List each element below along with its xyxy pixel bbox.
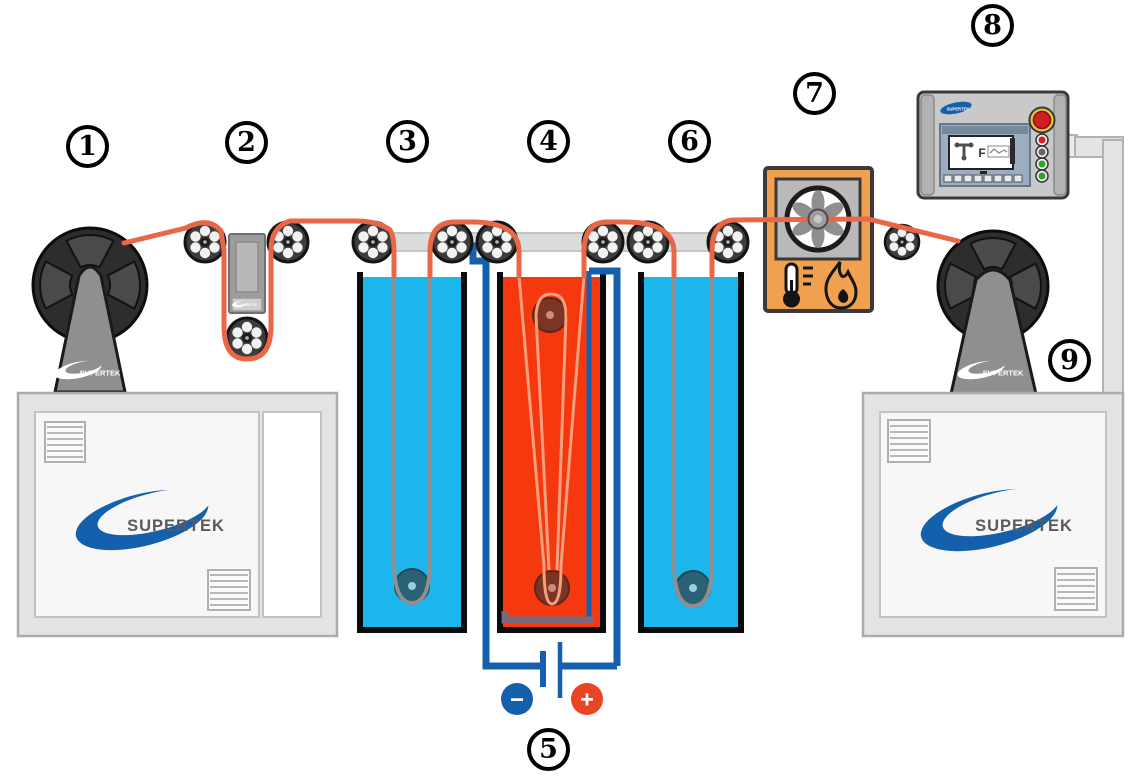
cursor-dash	[980, 171, 987, 174]
badge-7-heater-dryer: 7	[793, 72, 836, 115]
heater-dryer-unit	[763, 166, 874, 313]
positive-terminal-icon: +	[571, 683, 603, 715]
wire-path	[121, 216, 961, 362]
thermometer-icon	[783, 262, 813, 308]
badge-1-payoff-spool: 1	[66, 125, 109, 168]
badge-4-plating-tank: 4	[527, 120, 570, 163]
dancer-accumulator: SUPERTEK	[228, 233, 266, 314]
supertek-wordmark: SUPERTEK	[975, 517, 1073, 535]
rinse-tank-2	[638, 272, 744, 633]
panel-indicator-buttons	[1035, 133, 1049, 183]
trend-chart-icon	[987, 145, 1010, 158]
supertek-wordmark: SUPERTEK	[983, 369, 1024, 378]
supertek-wordmark: SUPERTEK	[238, 303, 258, 307]
payoff-machine-cabinet: SUPERTEK	[16, 391, 339, 638]
takeup-spool: SUPERTEK	[936, 229, 1050, 396]
screen-label: F	[978, 146, 985, 160]
badge-2-dancer: 2	[225, 121, 268, 164]
plating-tank	[497, 272, 606, 633]
wire-strand	[672, 276, 714, 609]
flame-icon	[824, 261, 858, 310]
vent-grille	[207, 569, 251, 611]
rinse-tank-1-internals	[392, 276, 432, 606]
badge-3-rinse-tank-1: 3	[386, 120, 429, 163]
badge-8-control-panel: 8	[971, 4, 1014, 47]
supertek-wordmark: SUPERTEK	[127, 517, 225, 535]
supertek-wordmark: SUPERTEK	[80, 369, 121, 378]
negative-terminal-icon: −	[501, 683, 533, 715]
supertek-logo-dancer: SUPERTEK	[232, 300, 258, 308]
supertek-logo-payoff-cabinet: SUPERTEK	[75, 488, 225, 551]
payoff-pedestal	[53, 265, 127, 394]
badge-5-power-supply: 5	[527, 728, 570, 771]
wire-strand	[392, 276, 432, 606]
vent-grille	[44, 421, 86, 463]
anode-wire	[589, 267, 621, 666]
control-panel-hmi: SUPERTEK F	[916, 90, 1070, 200]
conduit-pipe	[1064, 134, 1124, 397]
plating-tank-internals	[517, 275, 586, 606]
supertek-logo-payoff-pedestal: SUPERTEK	[54, 360, 121, 380]
vent-grille	[1054, 567, 1098, 611]
takeup-pedestal	[949, 268, 1038, 396]
emergency-stop-button	[1028, 106, 1056, 134]
spool-spokes	[39, 234, 141, 310]
takeup-machine-cabinet: SUPERTEK	[861, 391, 1125, 638]
supertek-wordmark: SUPERTEK	[947, 107, 970, 112]
badge-6-rinse-tank-2: 6	[668, 120, 711, 163]
hmi-screen: F	[939, 123, 1031, 187]
wire-strand	[517, 275, 586, 606]
fan-hub	[807, 208, 829, 230]
vent-grille	[887, 419, 931, 463]
supertek-logo-takeup-cabinet: SUPERTEK	[920, 487, 1073, 552]
anode-bar	[501, 611, 594, 624]
payoff-spool: SUPERTEK	[31, 226, 149, 394]
badge-9-takeup-spool: 9	[1048, 339, 1091, 382]
rinse-tank-2-internals	[672, 276, 714, 609]
function-keys	[943, 174, 1023, 183]
spool-spokes	[944, 237, 1042, 310]
supertek-logo-panel: SUPERTEK	[940, 101, 972, 115]
plus-symbol: +	[580, 687, 594, 714]
pulley-support-bar	[364, 232, 738, 252]
pipe-tee-icon	[954, 142, 974, 161]
supertek-logo-takeup-pedestal: SUPERTEK	[957, 360, 1024, 380]
minus-symbol: −	[510, 687, 524, 714]
